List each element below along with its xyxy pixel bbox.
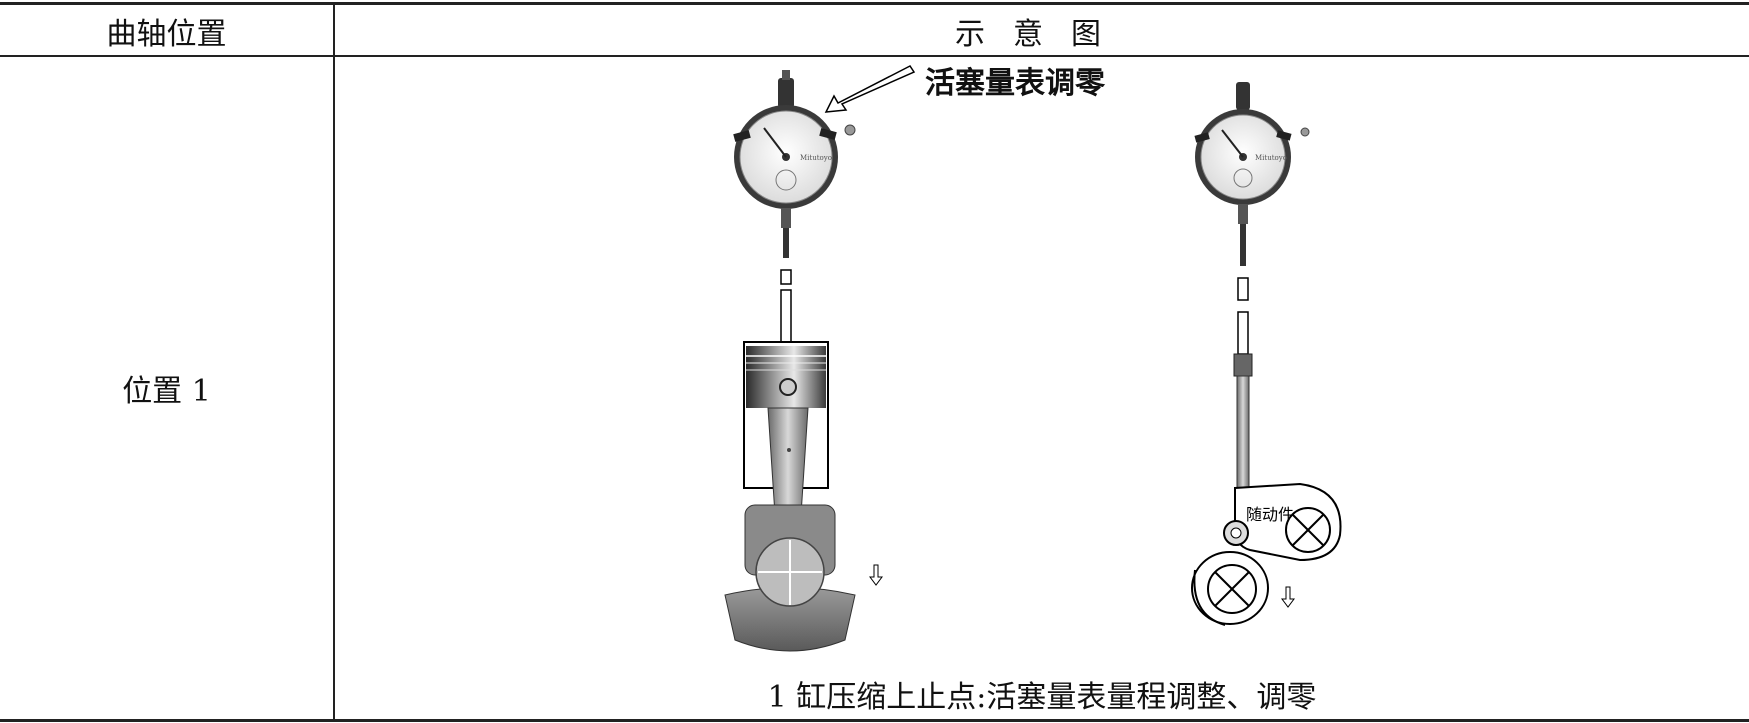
header-crankshaft-position: 曲轴位置 bbox=[106, 16, 227, 52]
figure-caption: 1 缸压缩上止点:活塞量表量程调整、调零 bbox=[767, 680, 1317, 715]
table-header-rule bbox=[0, 55, 1749, 57]
table-bottom-rule bbox=[0, 719, 1749, 722]
position-cell: 位置 1 bbox=[122, 373, 211, 409]
annotation-zero-piston-gauge: 活塞量表调零 bbox=[925, 66, 1105, 101]
left-dial-gauge: Mitutoyo bbox=[733, 70, 856, 285]
svg-text:Mitutoyo: Mitutoyo bbox=[800, 154, 832, 162]
right-follower-assembly: 随动件 bbox=[1191, 311, 1342, 626]
left-piston-assembly bbox=[724, 289, 883, 652]
follower-label: 随动件 bbox=[1246, 505, 1294, 524]
svg-text:Mitutoyo: Mitutoyo bbox=[1255, 154, 1287, 162]
table-column-divider bbox=[333, 2, 335, 722]
table-top-rule bbox=[0, 2, 1749, 5]
right-dial-gauge: Mitutoyo bbox=[1194, 82, 1310, 301]
annotation-arrow bbox=[824, 65, 916, 113]
header-schematic: 示意图 bbox=[955, 16, 1129, 52]
